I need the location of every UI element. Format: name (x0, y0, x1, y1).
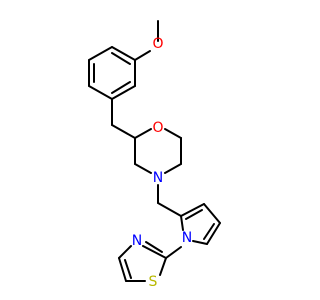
bond-thiazole-c2-to-n3-double (145, 241, 163, 253)
bond-pyrrole-c3-to-c4 (203, 203, 221, 224)
bond-benzene-double-3 (111, 52, 131, 65)
bond-pyrrole-c4-to-c5 (206, 222, 221, 245)
thiazole-nitrogen-label: N (132, 233, 142, 249)
bond-pyrrole-double-2 (203, 223, 215, 240)
bond-benzene-4 (111, 85, 136, 100)
bond-pyrrole-n-to-c2 (180, 215, 184, 231)
bond-benzene-double-2 (111, 81, 131, 94)
bond-benzene-1 (88, 46, 113, 61)
bond-benzene-6 (111, 46, 136, 61)
bond-ring-to-methoxy-oxygen (134, 50, 151, 61)
bond-thiazole-s-to-c2 (159, 257, 167, 276)
bond-thiazole-c4-to-c5-double (124, 259, 132, 279)
bond-pyrrole-c2-to-c3 (180, 203, 205, 217)
molecule-structure: O O N N N S (88, 20, 221, 290)
bond-layer (88, 20, 221, 282)
bond-morpholine-c5-to-n (164, 163, 182, 174)
bond-ch2-to-pyrrole (157, 202, 182, 217)
molecule-canvas: O O N N N S (88, 20, 221, 290)
bond-pyrrole-c5-to-n (192, 240, 208, 245)
bond-thiazole-c2-to-n3 (142, 245, 167, 259)
morpholine-nitrogen-label: N (153, 170, 163, 186)
bond-thiazole-c4-to-c5 (118, 257, 127, 282)
bond-morpholine-n-to-c3 (134, 163, 152, 174)
bond-pyrrole-n-to-thiazole (165, 246, 182, 259)
atom-label-layer: O O N N N S (132, 36, 192, 290)
bond-morpholine-o-to-c6 (164, 128, 182, 139)
morpholine-oxygen-label: O (152, 120, 163, 136)
methoxy-oxygen-label: O (152, 36, 163, 52)
bond-thiazole-n3-to-c4 (118, 245, 132, 259)
thiazole-sulfur-label: S (149, 274, 158, 290)
bond-pyrrole-double-1 (185, 209, 203, 220)
pyrrole-nitrogen-label: N (182, 230, 192, 246)
bond-benzyl-ch2-to-morpholine (111, 124, 136, 139)
bond-morpholine-c2-to-o (134, 128, 152, 139)
bond-benzene-3 (88, 85, 113, 100)
